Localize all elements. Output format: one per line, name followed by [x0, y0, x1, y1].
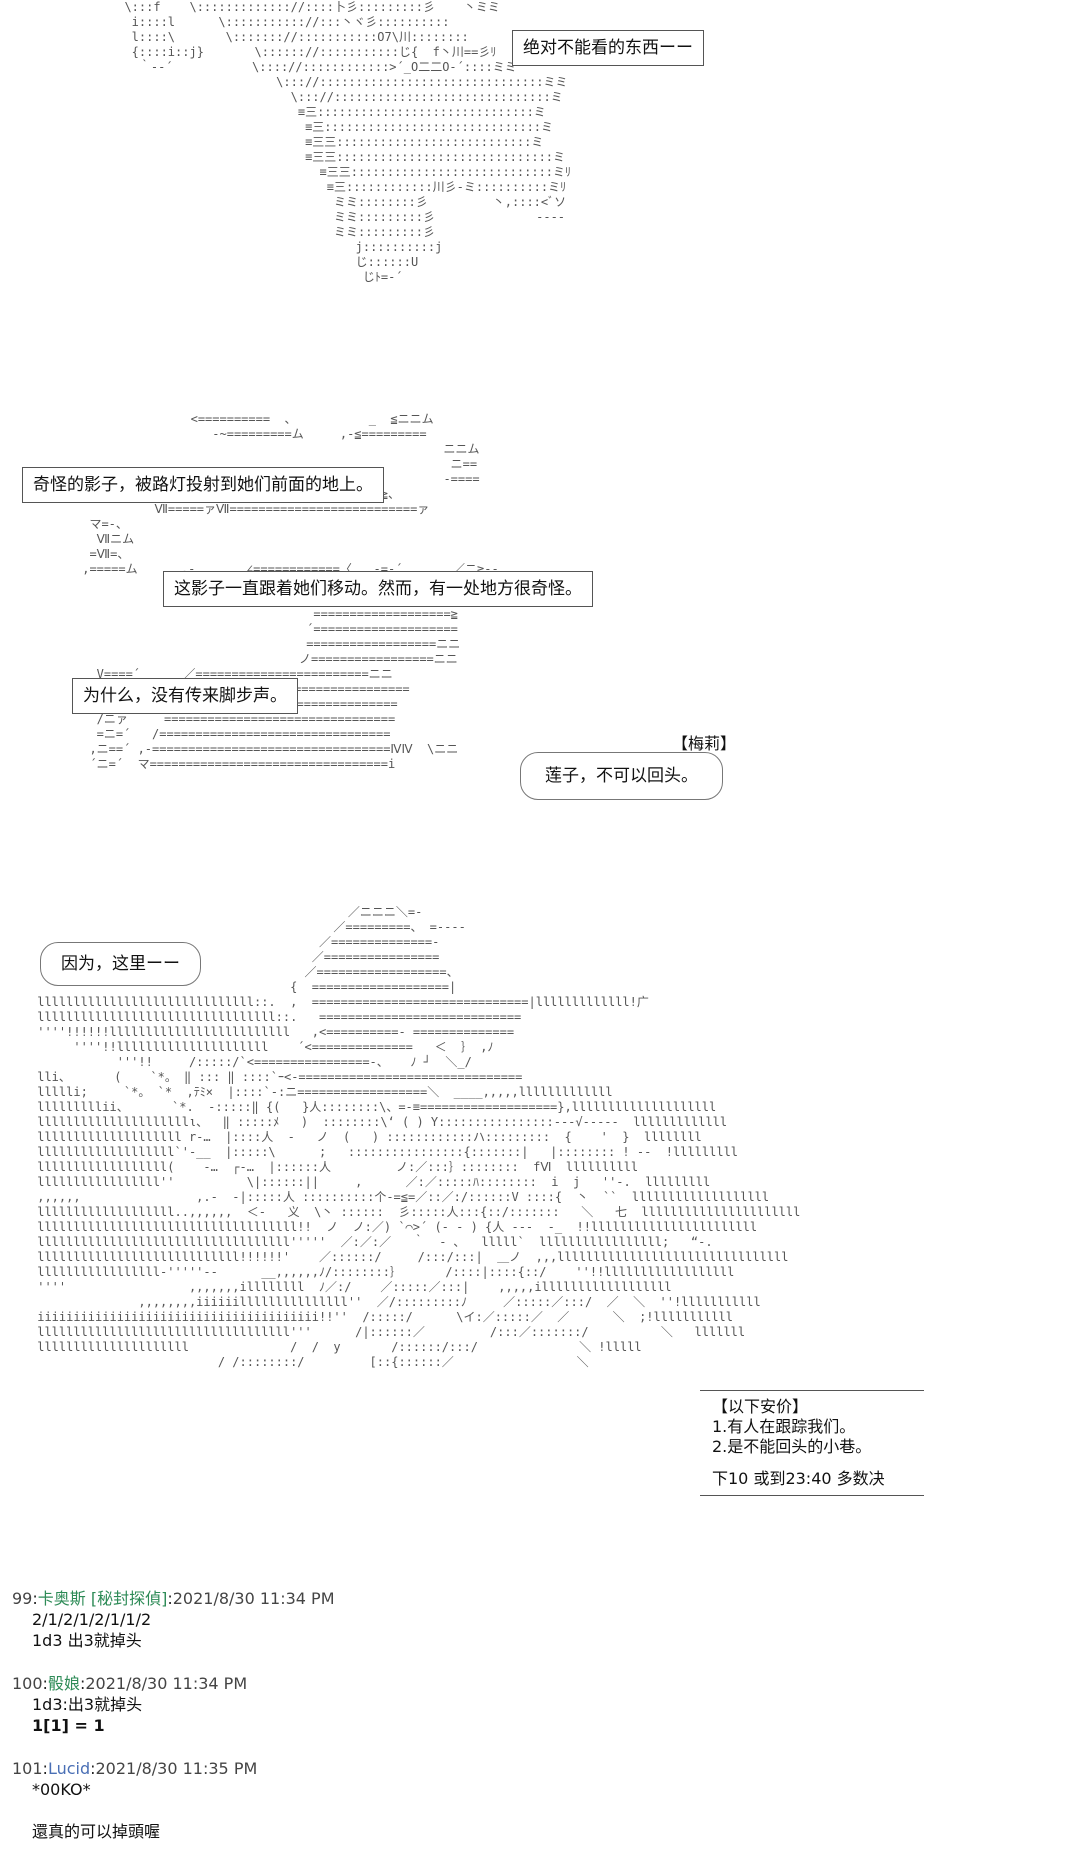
ascii-art-scene1: \:::f \::::::::::::://::::卜彡:::::::::彡 丶…	[124, 0, 572, 284]
vote-option-2: 2.是不能回头的小巷。	[712, 1437, 872, 1456]
vote-footer: 下10 或到23:40 多数决	[712, 1469, 885, 1488]
post-author: Lucid	[47, 1759, 91, 1778]
post-line: *00KO*	[32, 1780, 91, 1799]
vote-menu-title: 【以下安价】	[712, 1397, 809, 1416]
vote-menu: 【以下安价】 1.有人在跟踪我们。 2.是不能回头的小巷。 下10 或到23:4…	[700, 1390, 924, 1496]
post-date: 2021/8/30 11:35 PM	[95, 1759, 258, 1778]
post-author: 卡奥斯 [秘封探偵]	[37, 1589, 168, 1608]
speaker-label: 【梅莉】	[672, 734, 737, 753]
post-100: 100:骰娘:2021/8/30 11:34 PM 1d3:出3就掉头 1[1]…	[12, 1673, 1062, 1736]
post-number[interactable]: 99	[12, 1589, 33, 1608]
speech-bubble-maribel: 莲子，不可以回头。	[520, 752, 723, 800]
post-header: 101:Lucid:2021/8/30 11:35 PM	[12, 1759, 258, 1778]
post-line: 還真的可以掉頭喔	[32, 1822, 161, 1841]
caption-box-footsteps: 为什么，没有传来脚步声。	[72, 678, 298, 714]
post-header: 100:骰娘:2021/8/30 11:34 PM	[12, 1674, 248, 1693]
post-line: 2/1/2/1/2/1/1/2	[32, 1610, 152, 1629]
post-list: 99:卡奥斯 [秘封探偵]:2021/8/30 11:34 PM 2/1/2/1…	[12, 1588, 1062, 1864]
caption-box-follow: 这影子一直跟着她们移动。然而，有一处地方很奇怪。	[163, 571, 593, 607]
post-line	[12, 1800, 1062, 1821]
post-number[interactable]: 100	[12, 1674, 43, 1693]
dice-result: 1[1] = 1	[32, 1716, 105, 1735]
post-line: 1d3:出3就掉头	[32, 1695, 143, 1714]
post-header: 99:卡奥斯 [秘封探偵]:2021/8/30 11:34 PM	[12, 1589, 335, 1608]
post-99: 99:卡奥斯 [秘封探偵]:2021/8/30 11:34 PM 2/1/2/1…	[12, 1588, 1062, 1651]
caption-box-scene1: 绝对不能看的东西ーー	[512, 30, 704, 66]
speech-bubble-because: 因为，这里ーー	[40, 942, 201, 986]
post-101: 101:Lucid:2021/8/30 11:35 PM *00KO* 還真的可…	[12, 1758, 1062, 1842]
ascii-art-scene3: ／ニニニ＼=- ／=========、 =‐‐‐‐ ／=============…	[37, 905, 801, 1369]
post-date: 2021/8/30 11:34 PM	[172, 1589, 335, 1608]
post-date: 2021/8/30 11:34 PM	[85, 1674, 248, 1693]
vote-option-1: 1.有人在跟踪我们。	[712, 1417, 856, 1436]
post-number[interactable]: 101	[12, 1759, 43, 1778]
caption-box-shadow: 奇怪的影子，被路灯投射到她们前面的地上。	[22, 467, 384, 503]
post-author: 骰娘	[47, 1674, 80, 1693]
post-line: 1d3 出3就掉头	[32, 1631, 142, 1650]
